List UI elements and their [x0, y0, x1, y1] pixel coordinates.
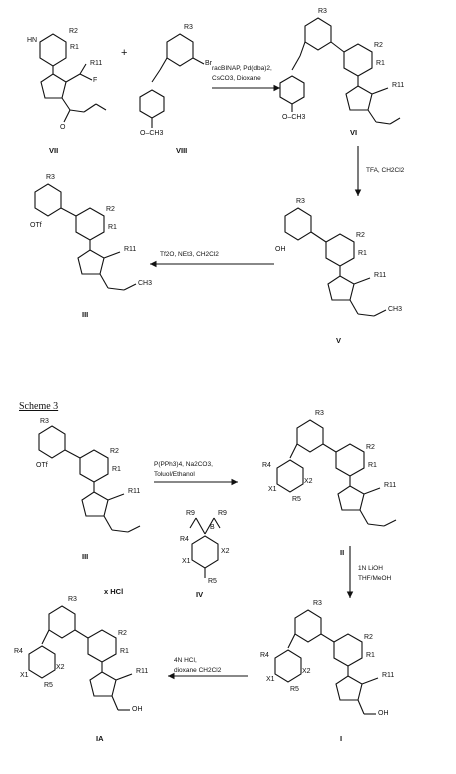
condition-step6: 4N HCl, dioxane CH2Cl2 — [174, 657, 222, 674]
compound-II-structure — [276, 419, 397, 527]
plus-sign: + — [121, 47, 128, 59]
r4-label: R4 — [260, 652, 269, 659]
compound-label-III-top: III — [82, 310, 89, 319]
compound-IV-structure — [189, 517, 221, 578]
compound-label-IA: IA — [96, 734, 104, 743]
b-label: B — [210, 524, 215, 531]
r1-label: R1 — [108, 224, 117, 231]
compound-V-structure — [284, 207, 387, 317]
r11-label: R11 — [382, 672, 395, 679]
compound-label-III-bottom: III — [82, 552, 89, 561]
compound-VII-structure — [39, 33, 107, 123]
r3-label: R3 — [315, 410, 324, 417]
compound-label-I: I — [340, 734, 343, 743]
o-label: O — [60, 124, 66, 131]
r5-label: R5 — [290, 686, 299, 693]
compound-VIII-structure — [139, 33, 205, 128]
compound-I-structure — [274, 609, 379, 715]
r1-label: R1 — [120, 648, 129, 655]
r11-label: R11 — [128, 488, 141, 495]
compound-label-VI: VI — [350, 128, 358, 137]
r2-label: R2 — [364, 634, 373, 641]
compound-label-V: V — [336, 336, 342, 345]
condition-step3: Tf2O, NEt3, CH2Cl2 — [160, 251, 219, 258]
x1-label: X1 — [268, 486, 277, 493]
condition-step2: TFA, CH2Cl2 — [366, 167, 405, 174]
r11-label: R11 — [374, 272, 387, 279]
r1-label: R1 — [366, 652, 375, 659]
r2-label: R2 — [374, 42, 383, 49]
x1-label: X1 — [182, 558, 191, 565]
r5-label: R5 — [208, 578, 217, 585]
r1-label: R1 — [112, 466, 121, 473]
och3-label: O–CH3 — [140, 130, 164, 137]
compound-label-VII: VII — [49, 146, 59, 155]
r11-label: R11 — [136, 668, 149, 675]
r2-label: R2 — [106, 206, 115, 213]
br-label: Br — [205, 60, 212, 67]
r2-label: R2 — [356, 232, 365, 239]
r11-label: R11 — [392, 82, 405, 89]
r11-label: R11 — [384, 482, 397, 489]
ch3-label: CH3 — [388, 306, 403, 313]
r1-label: R1 — [358, 250, 367, 257]
scheme-title: Scheme 3 — [19, 401, 59, 412]
r4-label: R4 — [180, 536, 189, 543]
r9-label: R9 — [218, 510, 227, 517]
f-label: F — [93, 77, 98, 84]
r3-label: R3 — [313, 600, 322, 607]
condition-step4: P(PPh3)4, Na2CO3, Toluol/Ethanol — [154, 461, 213, 478]
r2-label: R2 — [366, 444, 375, 451]
oh-label: OH — [275, 246, 286, 253]
cooh-label: OH — [132, 706, 143, 713]
r11-label: R11 — [124, 246, 137, 253]
condition-step5: 1N LiOH THF/MeOH — [358, 565, 392, 582]
r3-label: R3 — [46, 174, 55, 181]
r9-label: R9 — [186, 510, 195, 517]
x2-label: X2 — [221, 548, 230, 555]
hcl-label: x HCl — [104, 587, 124, 596]
x2-label: X2 — [302, 668, 311, 675]
r3-label: R3 — [318, 8, 327, 15]
compound-IA-structure — [28, 605, 133, 711]
compound-III-bottom-structure — [38, 425, 141, 533]
r2-label: R2 — [110, 448, 119, 455]
otf-label: OTf — [36, 462, 48, 469]
r1-label: R1 — [376, 60, 385, 67]
r3-label: R3 — [184, 24, 193, 31]
compound-label-II: II — [340, 548, 345, 557]
r2-label: R2 — [118, 630, 127, 637]
compound-III-top-structure — [34, 183, 137, 291]
x1-label: X1 — [266, 676, 275, 683]
r4-label: R4 — [262, 462, 271, 469]
compound-label-IV: IV — [196, 590, 204, 599]
r2-label: R2 — [69, 28, 78, 35]
r5-label: R5 — [44, 682, 53, 689]
r11-label: R11 — [90, 60, 103, 67]
r1-label: R1 — [368, 462, 377, 469]
x2-label: X2 — [304, 478, 313, 485]
condition-step1: racBINAP, Pd(dba)2, CsCO3, Dioxane — [212, 65, 272, 82]
otf-label: OTf — [30, 222, 42, 229]
ch3-label: CH3 — [138, 280, 153, 287]
compound-label-VIII: VIII — [176, 146, 188, 155]
nh-label: HN — [27, 37, 38, 44]
r3-label: R3 — [40, 418, 49, 425]
r3-label: R3 — [296, 198, 305, 205]
r3-label: R3 — [68, 596, 77, 603]
compound-VI-structure — [279, 17, 401, 125]
x2-label: X2 — [56, 664, 65, 671]
cooh-label: OH — [378, 710, 389, 717]
r4-label: R4 — [14, 648, 23, 655]
r1-label: R1 — [70, 44, 79, 51]
och3-label: O–CH3 — [282, 114, 306, 121]
r5-label: R5 — [292, 496, 301, 503]
x1-label: X1 — [20, 672, 29, 679]
